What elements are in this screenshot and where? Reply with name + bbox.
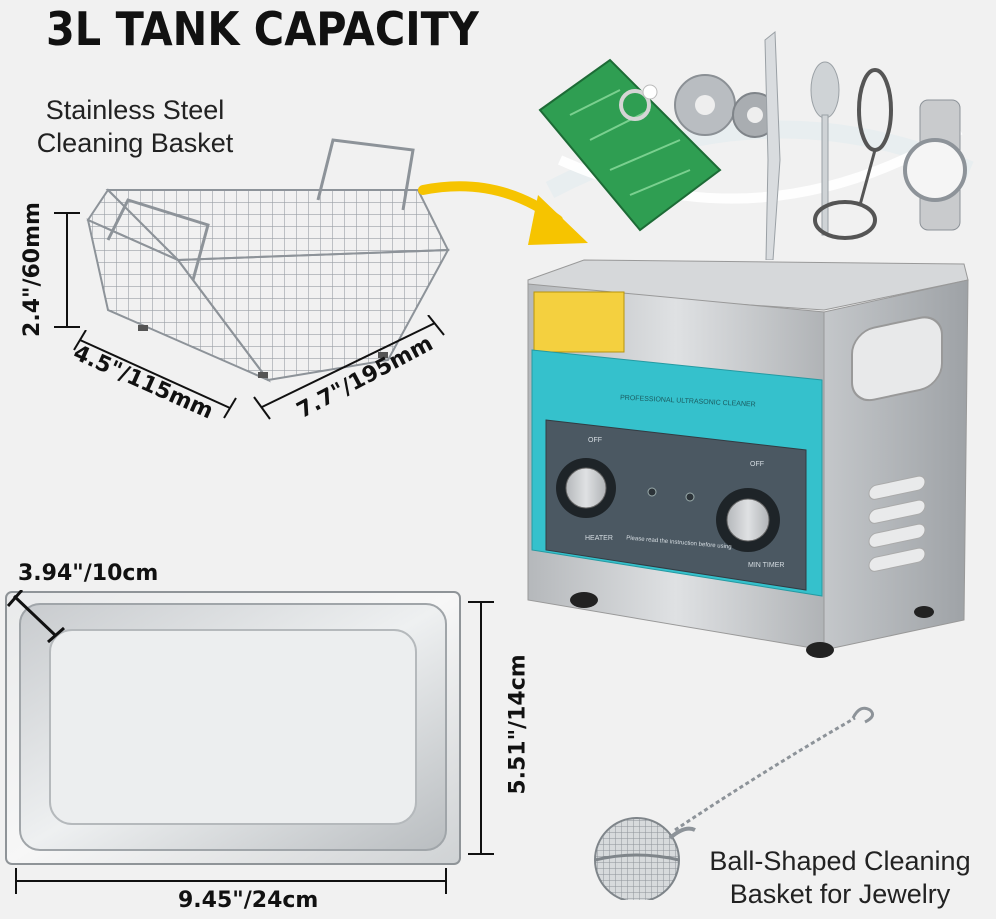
ball-basket-caption: Ball-Shaped Cleaning Basket for Jewelry <box>690 845 990 911</box>
basket-height-label: 2.4"/60mm <box>19 202 45 337</box>
timer-off-label: OFF <box>750 461 764 468</box>
heater-off-label: OFF <box>588 437 602 444</box>
steel-tank-image <box>5 590 461 865</box>
wire-basket-image <box>86 138 450 383</box>
ball-basket-image <box>594 706 875 900</box>
basket-caption-line1: Stainless Steel <box>45 95 225 125</box>
cleaning-items-image <box>538 30 974 260</box>
tank-width-label: 9.45"/24cm <box>178 888 319 913</box>
tank-depth-label: 3.94"/10cm <box>18 561 159 586</box>
tank-height-label: 5.51"/14cm <box>505 654 531 795</box>
tank-height-dimension-line <box>468 601 494 855</box>
basket-depth-dimension-line <box>73 330 237 419</box>
arrow-icon <box>418 181 588 245</box>
basket-height-dimension-line <box>54 212 80 328</box>
basket-width-dimension-line <box>253 315 445 420</box>
basket-caption-line2: Cleaning Basket <box>36 128 234 158</box>
timer-label: MIN TIMER <box>748 562 785 569</box>
basket-caption: Stainless Steel Cleaning Basket <box>30 94 240 160</box>
ball-basket-caption-line2: Basket for Jewelry <box>729 879 951 909</box>
heater-label: HEATER <box>585 535 613 542</box>
tank-width-dimension-line <box>15 868 447 894</box>
page-title: 3L TANK CAPACITY <box>46 2 479 56</box>
ultrasonic-cleaner-image <box>527 259 969 658</box>
ball-basket-caption-line1: Ball-Shaped Cleaning <box>709 846 971 876</box>
